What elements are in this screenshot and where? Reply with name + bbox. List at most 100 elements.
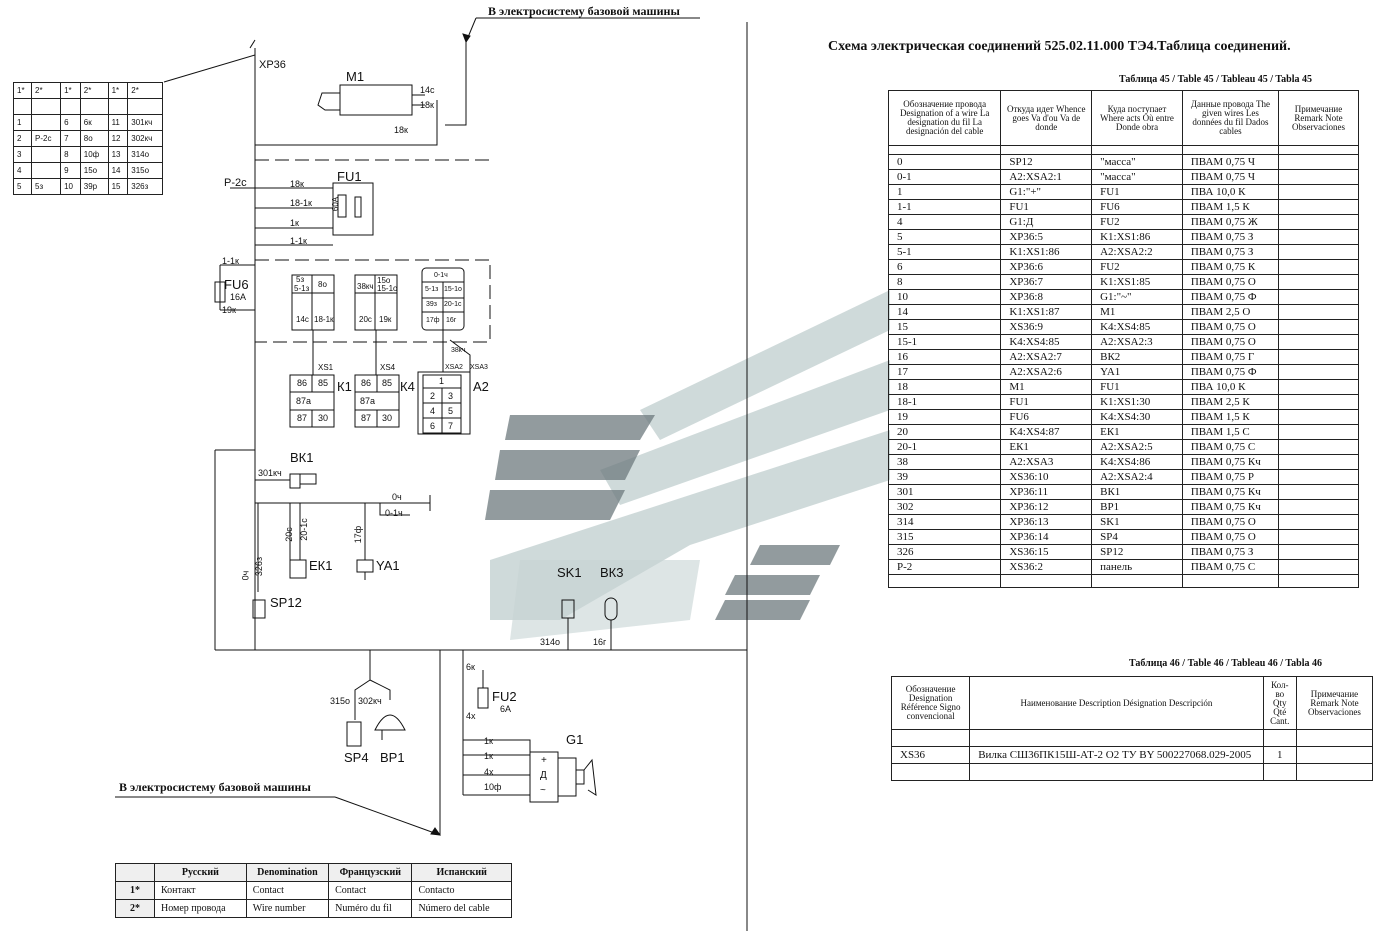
table-cell [1278, 394, 1359, 410]
table-cell: ПВАМ 1,5 С [1181, 424, 1280, 440]
table-cell: K4:XS4:85 [1091, 319, 1183, 335]
table-cell: SK1 [1091, 514, 1183, 530]
a2-conn-c: 15-1о [444, 286, 462, 293]
wire4x-label: 4х [466, 711, 476, 721]
table-cell: ПВА 10,0 К [1181, 184, 1280, 200]
header-cell: Кол-во Qty Qté Cant. [1262, 676, 1297, 730]
table-cell: XS36:2 [1000, 559, 1093, 575]
table-cell: 18 [887, 379, 1002, 395]
wire0-sp12: 0ч [240, 570, 251, 581]
fu6-label: FU6 [224, 277, 249, 292]
table-cell: A2:XSA2:4 [1091, 469, 1183, 485]
table-cell: K1:XS1:30 [1091, 394, 1183, 410]
header-cell: Denomination [245, 863, 330, 882]
table-cell: ЕК1 [1000, 439, 1093, 455]
a2-pin5: 5 [448, 406, 454, 416]
k1-pin30: 30 [318, 413, 329, 423]
table-cell: A2:XSA2:6 [1000, 364, 1093, 380]
g1-wire1: 1к [484, 736, 493, 746]
table-cell: ПВАМ 0,75 К [1181, 259, 1280, 275]
table-cell [1278, 439, 1359, 455]
table-cell [1278, 409, 1359, 425]
table-cell: ПВАМ 2,5 К [1181, 394, 1280, 410]
table-cell [1278, 484, 1359, 500]
table-cell: ПВАМ 0,75 Ф [1181, 289, 1280, 305]
a2-pin6: 6 [430, 421, 436, 431]
k1-conn-b: 5-1з [294, 284, 310, 293]
table-cell: 5 [887, 229, 1002, 245]
table-row [887, 574, 1359, 588]
fu1-box [332, 182, 374, 236]
table-cell: ПВАМ 0,75 С [1181, 439, 1280, 455]
table-cell: ПВАМ 0,75 Кч [1181, 484, 1280, 500]
g1-d: Д [540, 770, 547, 781]
table-cell [1278, 169, 1359, 185]
connections-table: Обозначение провода Designation of a wir… [887, 90, 1359, 588]
table-cell: 39 [887, 469, 1002, 485]
wire314-label: 314о [540, 637, 561, 647]
table-header-row: Обозначение Designation Référence Signo … [890, 676, 1374, 730]
table45-caption: Таблица 45 / Table 45 / Tableau 45 / Tab… [1119, 74, 1312, 85]
sk1-label: SK1 [557, 565, 582, 580]
table-cell: 16 [887, 349, 1002, 365]
table-cell [1278, 469, 1359, 485]
table-cell: 5-1 [887, 244, 1002, 260]
table-cell [1278, 334, 1359, 350]
k4-pin30: 30 [382, 413, 393, 423]
table-cell [1278, 229, 1359, 245]
xs4-label: XS4 [380, 363, 396, 372]
header-cell: Обозначение Designation Référence Signo … [890, 676, 971, 730]
table-cell: ПВА 10,0 К [1181, 379, 1280, 395]
table-cell: K1:XS1:87 [1000, 304, 1093, 320]
table-cell: "масса" [1091, 169, 1183, 185]
k4-conn-b: 15о [377, 276, 391, 285]
ya1-label: YA1 [376, 558, 400, 573]
table-cell [1278, 244, 1359, 260]
table-cell: 0 [887, 154, 1002, 170]
table-cell: FU1 [1091, 184, 1183, 200]
table-cell: SP12 [1091, 544, 1183, 560]
g1-wire3: 4х [484, 767, 494, 777]
table-cell: ПВАМ 0,75 О [1181, 319, 1280, 335]
table-cell: A2:XSA2:1 [1000, 169, 1093, 185]
table-cell [1278, 274, 1359, 290]
table-cell: 19 [887, 409, 1002, 425]
m1-pin14: 14с [420, 85, 435, 95]
table-row: 1* Контакт Contact Contact Contacto [115, 881, 512, 900]
table-row: XS36 Вилка СШ36ПК15Ш-АТ-2 О2 ТУ BY 50022… [890, 746, 1374, 764]
page-title: Схема электрическая соединений 525.02.11… [828, 39, 1291, 54]
xs1-label: XS1 [318, 363, 334, 372]
table-cell: K4:XS4:30 [1091, 409, 1183, 425]
table-cell: P-2 [887, 559, 1002, 575]
table-cell: 20-1 [887, 439, 1002, 455]
table-cell: 18-1 [887, 394, 1002, 410]
a2-conn-e: 20-1с [444, 301, 462, 308]
header-cell: Обозначение провода Designation of a wir… [887, 90, 1002, 146]
fu6-wire19: 19к [222, 305, 236, 315]
table-cell: K4:XS4:85 [1000, 334, 1093, 350]
table-cell: XP36:5 [1000, 229, 1093, 245]
k1-conn-c: 8о [318, 280, 327, 289]
bk3-label: ВК3 [600, 565, 624, 580]
table-cell [1278, 199, 1359, 215]
table-cell [1278, 349, 1359, 365]
table-cell: 4 [887, 214, 1002, 230]
table-cell: ПВАМ 0,75 Кч [1181, 454, 1280, 470]
table-cell: XP36:12 [1000, 499, 1093, 515]
g1-wire4: 10ф [484, 782, 502, 792]
table-cell: XP36:7 [1000, 274, 1093, 290]
table-cell: G1:"+" [1000, 184, 1093, 200]
